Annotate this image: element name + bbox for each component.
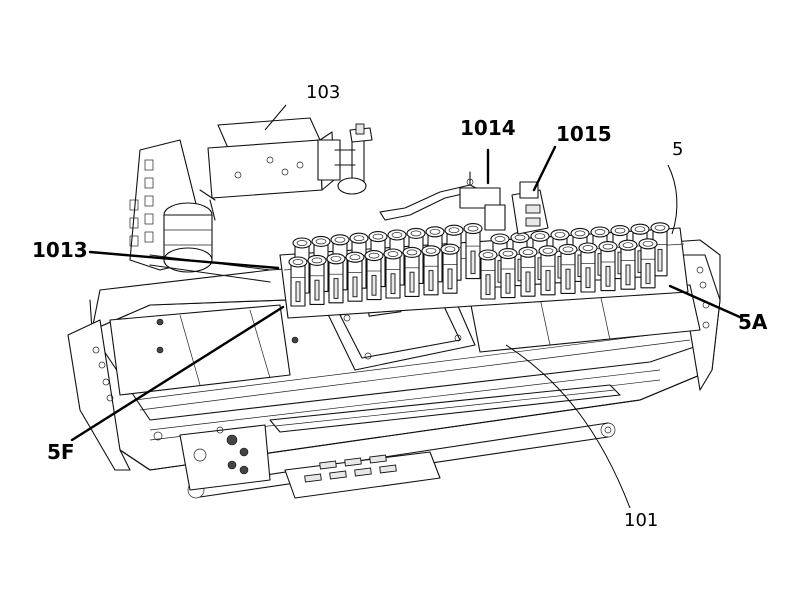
sample-tube (440, 243, 460, 294)
leader-5 (667, 164, 678, 235)
label-5A: 5A (738, 310, 768, 334)
leader-1015 (532, 145, 557, 192)
gripper-assembly (207, 117, 373, 199)
sample-tube (578, 242, 598, 293)
label-5F: 5F (47, 440, 75, 464)
sample-tube (598, 241, 618, 292)
sample-tube (558, 243, 578, 294)
tube-array (288, 222, 670, 307)
sample-tube (518, 246, 538, 297)
drive-bracket (153, 424, 271, 491)
slider-block (284, 451, 441, 499)
sample-tube (463, 223, 483, 280)
sample-tube (326, 253, 346, 304)
vertical-column (129, 139, 271, 283)
sensor-block (511, 181, 549, 235)
label-1013: 1013 (32, 238, 88, 262)
leader-101 (505, 344, 631, 509)
pusher-arm (379, 171, 506, 231)
label-5: 5 (672, 139, 684, 160)
sample-tube (478, 249, 498, 300)
leader-5A (668, 284, 744, 320)
sample-tube (638, 238, 658, 289)
label-1015: 1015 (556, 122, 612, 146)
sample-tube (383, 248, 403, 299)
sample-tube (307, 254, 327, 305)
sample-tube (498, 248, 518, 299)
sample-tube (421, 245, 441, 296)
sample-tube (402, 246, 422, 297)
label-101: 101 (624, 510, 659, 531)
sample-tube (364, 250, 384, 301)
label-1014: 1014 (460, 116, 516, 140)
sample-tube (538, 245, 558, 296)
leader-1013 (88, 250, 280, 270)
sample-tube (288, 256, 308, 307)
sample-tube (345, 251, 365, 302)
sample-tube (618, 239, 638, 290)
leader-103 (264, 104, 287, 131)
leader-5F (70, 305, 285, 442)
label-103: 103 (306, 82, 341, 103)
